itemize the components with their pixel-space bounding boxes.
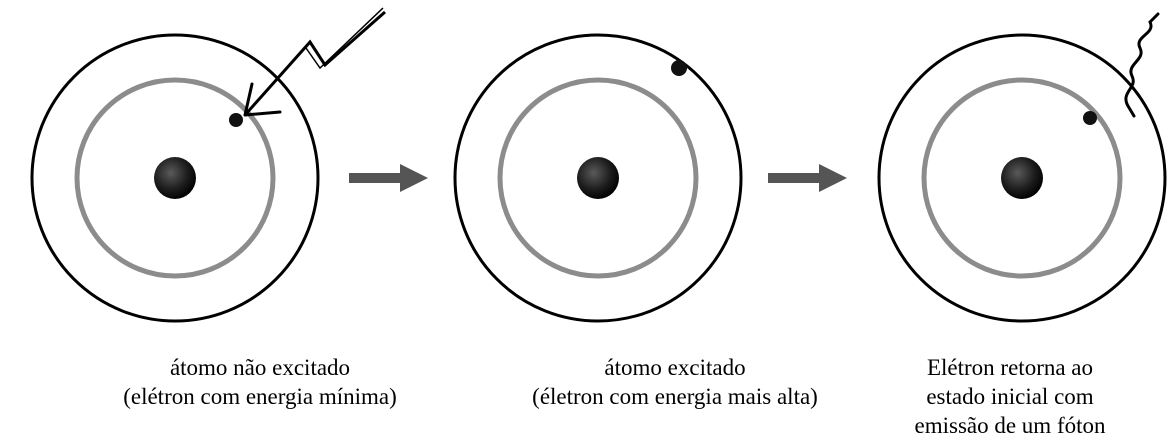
caption-line: Elétron retorna ao [926, 355, 1094, 380]
caption-line: emissão de um fóton [914, 413, 1106, 438]
right-arrow-icon [768, 164, 847, 192]
outer-orbit [877, 33, 1167, 323]
caption-excited-state: átomo excitado (életron com energia mais… [500, 353, 850, 411]
caption-photon-emission: Elétron retorna ao estado inicial com em… [860, 353, 1160, 440]
nucleus [154, 157, 196, 199]
caption-line: átomo excitado [604, 355, 746, 380]
caption-line: átomo não excitado [169, 355, 351, 380]
nucleus [577, 157, 619, 199]
atom-photon-emission [877, 33, 1167, 323]
inner-orbit [921, 77, 1123, 279]
nucleus [1001, 157, 1043, 199]
outer-orbit [30, 33, 320, 323]
caption-line: (életron com energia mais alta) [532, 384, 818, 409]
wavy-photon-icon [1124, 12, 1160, 118]
caption-ground-state: átomo não excitado (elétron com energia … [95, 353, 425, 411]
electron [1083, 111, 1097, 125]
right-arrow-icon [349, 164, 428, 192]
atom-ground-state [30, 33, 320, 323]
atom-excited-state [453, 33, 743, 323]
inner-orbit [497, 77, 699, 279]
caption-line: estado inicial com [926, 384, 1094, 409]
electron [229, 113, 243, 127]
electron [671, 60, 687, 76]
lightning-arrow-icon [243, 7, 386, 117]
caption-line: (elétron com energia mínima) [123, 384, 397, 409]
outer-orbit [453, 33, 743, 323]
inner-orbit [74, 77, 276, 279]
